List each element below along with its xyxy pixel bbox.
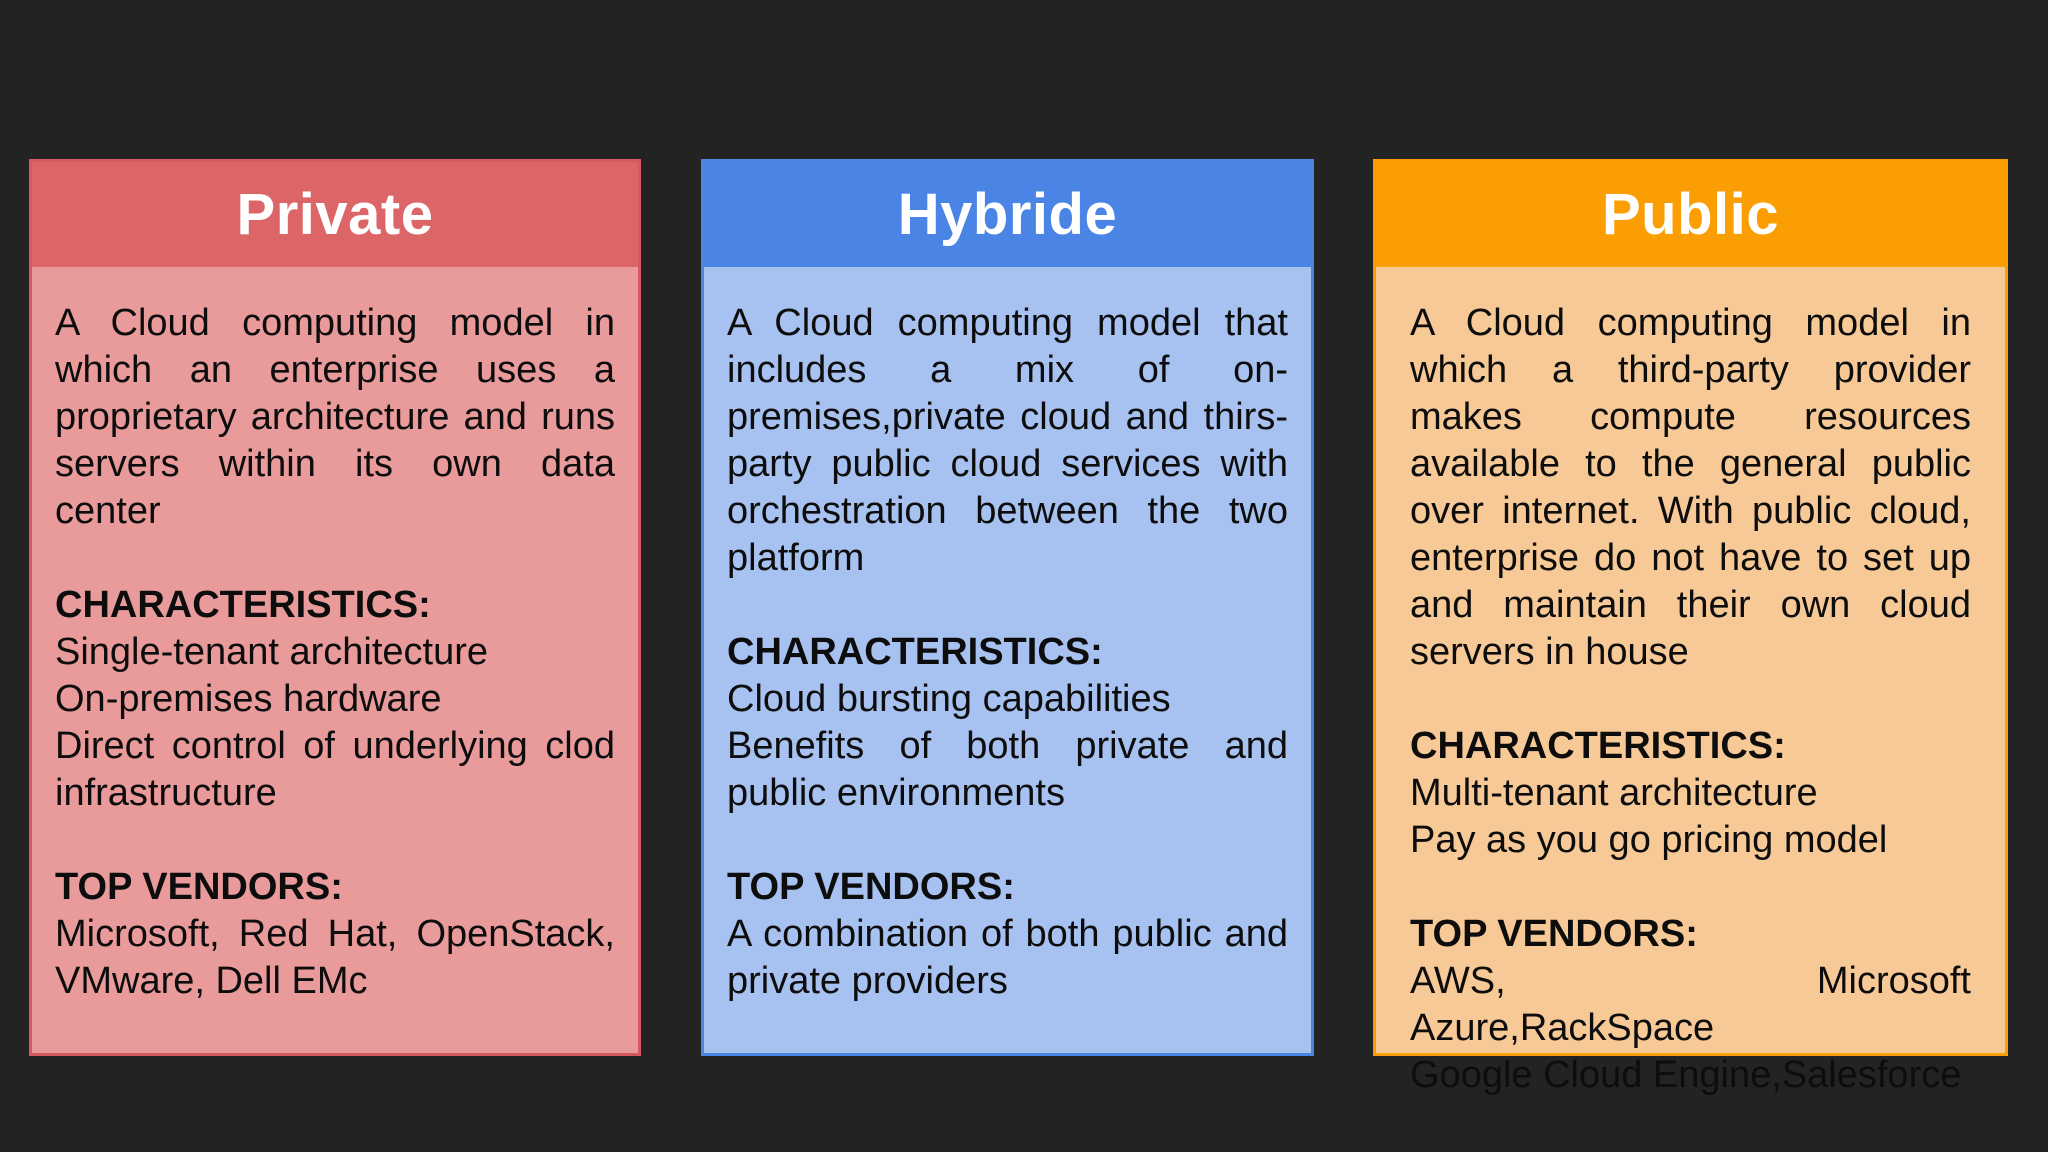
card-private-vendors-heading: TOP VENDORS: <box>55 866 343 908</box>
card-private-characteristic: On-premises hardware <box>55 678 442 720</box>
card-hybride-characteristic: Benefits of both private and public envi… <box>727 725 1288 814</box>
card-private-vendors: Microsoft, Red Hat, OpenStack, VMware, D… <box>55 913 615 1002</box>
card-public-vendors-heading: TOP VENDORS: <box>1410 913 1698 955</box>
card-private-characteristic: Single-tenant architecture <box>55 631 489 673</box>
card-private-description: A Cloud computing model in which an ente… <box>55 302 615 532</box>
card-hybride-header: Hybride <box>704 162 1311 267</box>
card-hybride-vendors-heading: TOP VENDORS: <box>727 866 1015 908</box>
card-hybride-vendors: A combination of both public and private… <box>727 913 1288 1002</box>
card-public-vendors-overflow: Google Cloud Engine,Salesforce <box>1410 1054 1962 1096</box>
card-hybride-characteristic: Cloud bursting capabilities <box>727 678 1171 720</box>
card-private-header: Private <box>32 162 638 267</box>
card-hybride-characteristics-heading: CHARACTERISTICS: <box>727 631 1103 673</box>
card-public-vendors: AWS, Microsoft Azure,RackSpace <box>1410 960 1971 1049</box>
card-public-characteristic: Pay as you go pricing model <box>1410 819 1888 861</box>
card-public: Public A Cloud computing model in which … <box>1373 159 2008 1096</box>
card-private: Private A Cloud computing model in which… <box>29 159 641 1056</box>
card-private-body: A Cloud computing model in which an ente… <box>32 267 638 1005</box>
card-public-title: Public <box>1601 182 1780 247</box>
card-public-body: A Cloud computing model in which a third… <box>1376 267 2005 1099</box>
card-public-characteristics-heading: CHARACTERISTICS: <box>1410 725 1786 767</box>
card-hybride-body: A Cloud computing model that includes a … <box>704 267 1311 1005</box>
card-public-characteristic: Multi-tenant architecture <box>1410 772 1818 814</box>
card-public-description: A Cloud computing model in which a third… <box>1410 302 1971 673</box>
card-hybride-title: Hybride <box>897 182 1118 247</box>
card-hybride: Hybride A Cloud computing model that inc… <box>701 159 1314 1056</box>
card-private-characteristic: Direct control of underlying clod infras… <box>55 725 615 814</box>
card-private-title: Private <box>236 182 434 247</box>
card-hybride-description: A Cloud computing model that includes a … <box>727 302 1288 579</box>
card-private-characteristics-heading: CHARACTERISTICS: <box>55 584 431 626</box>
card-public-header: Public <box>1376 162 2005 267</box>
